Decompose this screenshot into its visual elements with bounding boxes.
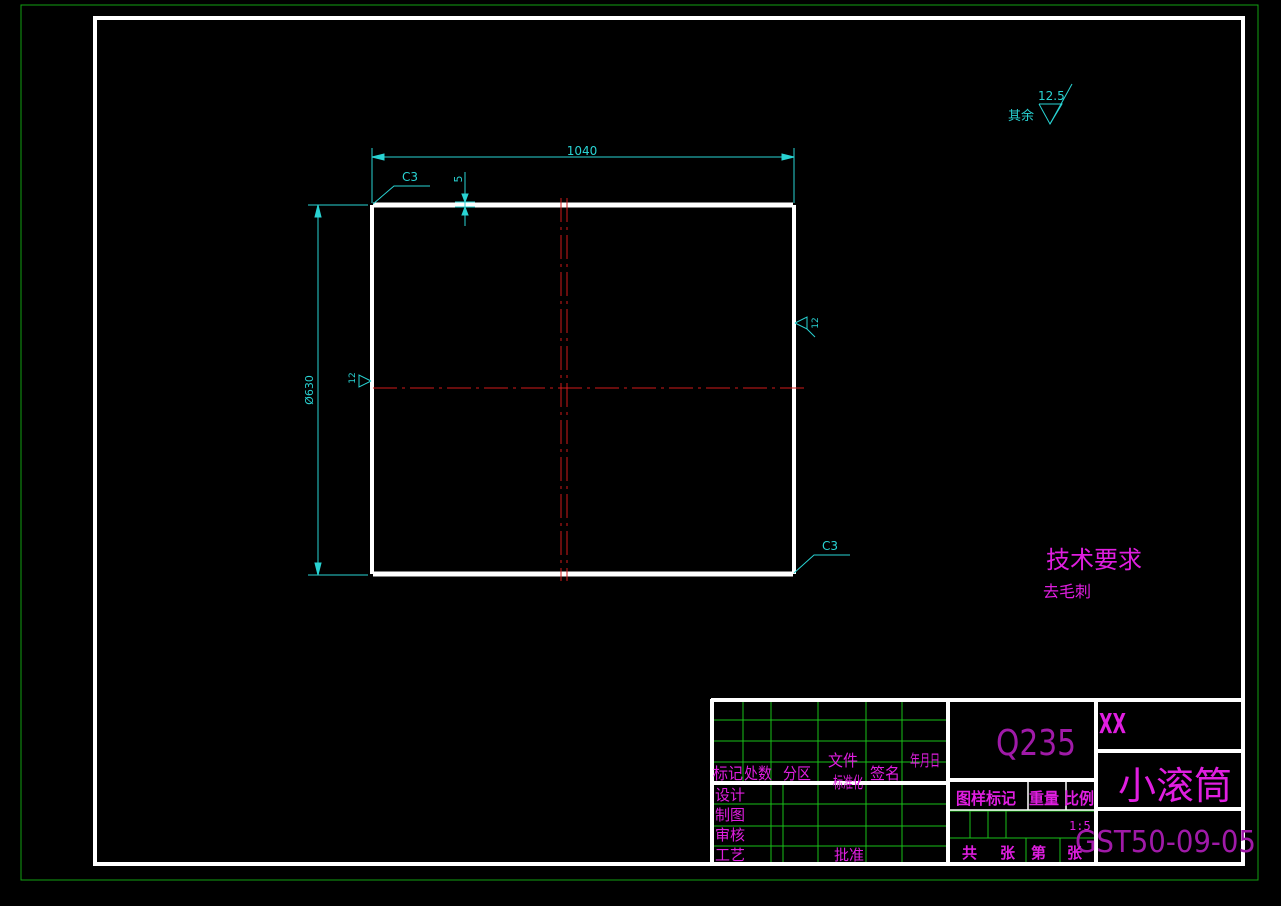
stage-mark-label: 图样标记	[956, 789, 1016, 808]
ratio-label: 比例	[1064, 789, 1094, 808]
dim-wall-label: 5	[452, 176, 465, 183]
material-label: Q235	[996, 723, 1076, 764]
header-file: 文件	[828, 751, 858, 770]
roughness-left-symbol	[358, 374, 372, 388]
header-standardize: 标准化	[833, 773, 863, 792]
roughness-left-label: 12	[348, 372, 358, 383]
part-name-label: 小滚筒	[1118, 764, 1232, 808]
sheets-total-label: 共	[962, 844, 977, 862]
centerlines	[373, 198, 807, 581]
approve-label: 批准	[834, 846, 864, 864]
dim-diameter-label: Ø630	[303, 375, 316, 405]
role-process: 工艺	[715, 846, 745, 864]
tech-req-title: 技术要求	[1046, 546, 1142, 574]
dim-diameter	[308, 204, 368, 576]
dim-length-label: 1040	[567, 144, 598, 158]
header-zone: 分区	[783, 764, 811, 783]
company-label: XX	[1099, 707, 1126, 740]
roughness-right-symbol	[794, 316, 816, 338]
drawing-frame	[93, 16, 1245, 866]
role-draw: 制图	[715, 806, 745, 824]
chamfer-top-label: C3	[402, 170, 418, 184]
header-date: 年月日	[910, 751, 940, 770]
header-mark: 标记	[713, 764, 743, 783]
title-block	[710, 698, 1241, 864]
dim-wall	[455, 172, 475, 226]
role-design: 设计	[715, 786, 745, 804]
dim-length	[371, 148, 795, 203]
part-outline	[370, 202, 796, 577]
roughness-note-label: 其余	[1008, 108, 1034, 124]
sheet-unit-2: 张	[1067, 844, 1083, 862]
scale-label: 1:5	[1069, 819, 1091, 833]
sheet-no-label: 第	[1031, 844, 1046, 862]
tech-req-item: 去毛刺	[1043, 582, 1091, 601]
chamfer-bottom-label: C3	[822, 539, 838, 553]
header-count: 处数	[744, 764, 772, 783]
roughness-right-label: 12	[811, 317, 821, 328]
chamfer-top-leader	[372, 185, 430, 205]
header-sign: 签名	[870, 764, 900, 783]
role-review: 审核	[715, 826, 745, 844]
drawing-number-label: GST50-09-05	[1075, 825, 1256, 860]
paper-border	[20, 4, 1259, 881]
roughness-note-symbol	[1038, 83, 1073, 126]
weight-label: 重量	[1029, 789, 1059, 808]
roughness-note-value: 12.5	[1038, 89, 1065, 103]
chamfer-bottom-leader	[793, 554, 850, 574]
sheet-unit-1: 张	[1000, 844, 1016, 862]
